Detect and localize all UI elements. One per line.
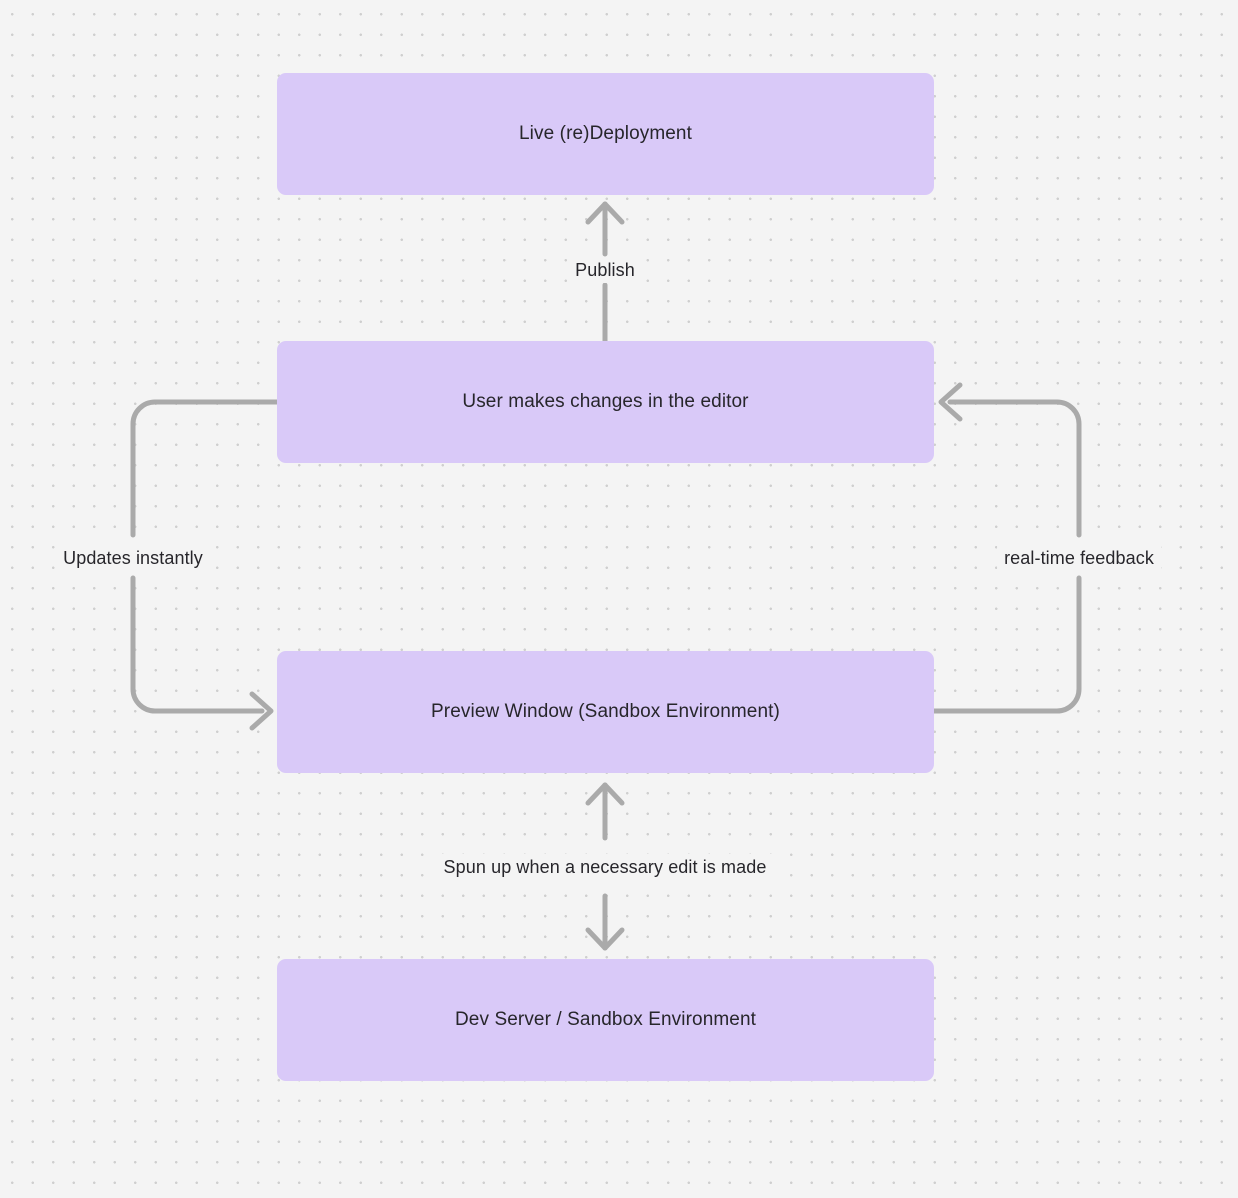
- node-label: Dev Server / Sandbox Environment: [454, 1009, 756, 1030]
- edge-label-real-time-feedback: real-time feedback: [997, 545, 1161, 571]
- node-label: Preview Window (Sandbox Environment): [431, 701, 780, 722]
- arrowhead-right-updates: [249, 691, 274, 731]
- node-live-redeployment[interactable]: Live (re)Deployment: [277, 73, 934, 195]
- node-preview-window[interactable]: Preview Window (Sandbox Environment): [277, 651, 934, 773]
- arrowhead-down-spun: [585, 927, 625, 951]
- arrowhead-up-spun: [585, 782, 625, 806]
- edge-label-publish: Publish: [568, 257, 642, 283]
- edge-label-updates-instantly: Updates instantly: [56, 545, 210, 571]
- arrowhead-left-realtime: [938, 382, 963, 422]
- node-label: User makes changes in the editor: [462, 391, 749, 412]
- arrowhead-up-publish: [585, 201, 625, 225]
- edge-label-spun-up: Spun up when a necessary edit is made: [436, 854, 774, 880]
- node-dev-server[interactable]: Dev Server / Sandbox Environment: [277, 959, 934, 1081]
- node-user-makes-changes[interactable]: User makes changes in the editor: [277, 341, 934, 463]
- node-label: Live (re)Deployment: [519, 123, 692, 144]
